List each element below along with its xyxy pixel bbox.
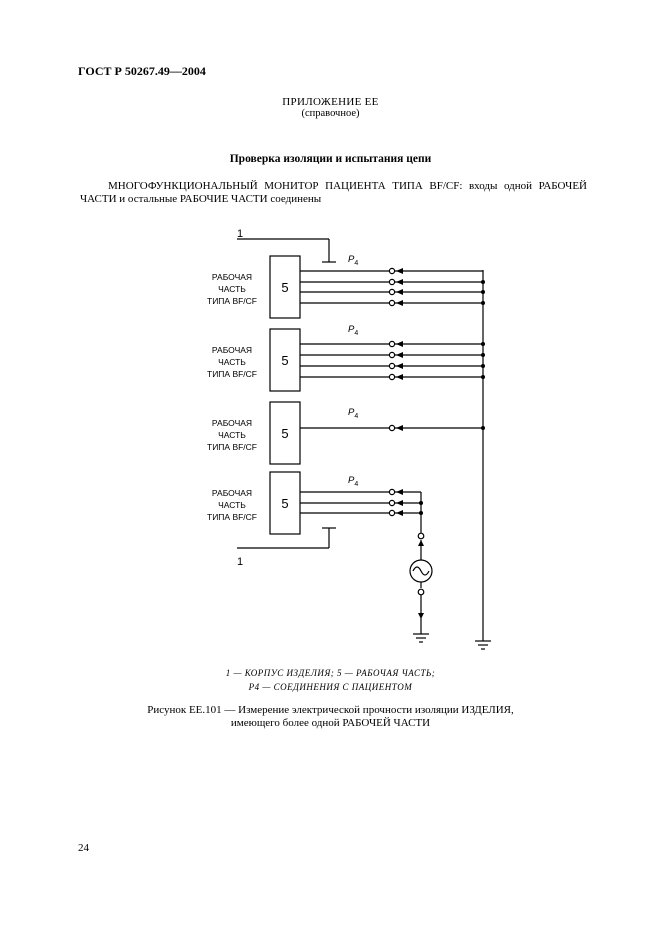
p4-label: P4 bbox=[348, 324, 358, 337]
part-label-line3: ТИПА BF/CF bbox=[207, 369, 257, 379]
applied-part-block-4 bbox=[269, 471, 301, 535]
block-number: 5 bbox=[281, 496, 288, 511]
standard-header: ГОСТ Р 50267.49—2004 bbox=[78, 64, 206, 78]
legend-line-2: P4 — СОЕДИНЕНИЯ С ПАЦИЕНТОМ bbox=[248, 682, 413, 692]
appendix-subtitle: (справочное) bbox=[301, 108, 360, 119]
enclosure-label-bottom: 1 bbox=[237, 556, 243, 568]
part-label-line3: ТИПА BF/CF bbox=[207, 442, 257, 452]
part-label-line1: РАБОЧАЯ bbox=[212, 345, 252, 355]
p4-label: P4 bbox=[348, 254, 358, 267]
applied-part-block-3 bbox=[269, 401, 301, 465]
applied-part-block-2 bbox=[269, 328, 301, 392]
section-title: Проверка изоляции и испытания цепи bbox=[229, 153, 432, 165]
part-label-line1: РАБОЧАЯ bbox=[212, 272, 252, 282]
caption-line-1: Рисунок ЕЕ.101 — Измерение электрической… bbox=[147, 704, 514, 716]
part-label-line1: РАБОЧАЯ bbox=[212, 488, 252, 498]
part-label-line2: ЧАСТЬ bbox=[218, 430, 246, 440]
block-number: 5 bbox=[281, 280, 288, 295]
enclosure-label-top: 1 bbox=[237, 228, 243, 240]
figure-caption: Рисунок ЕЕ.101 — Измерение электрической… bbox=[0, 704, 661, 730]
intro-paragraph: МНОГОФУНКЦИОНАЛЬНЫЙ МОНИТОР ПАЦИЕНТА ТИП… bbox=[80, 180, 587, 205]
block-number: 5 bbox=[281, 426, 288, 441]
applied-part-block-1 bbox=[269, 255, 301, 319]
part-label-line1: РАБОЧАЯ bbox=[212, 418, 252, 428]
part-label-line2: ЧАСТЬ bbox=[218, 500, 246, 510]
block-number: 5 bbox=[281, 353, 288, 368]
legend-line-1: 1 — КОРПУС ИЗДЕЛИЯ; 5 — РАБОЧАЯ ЧАСТЬ; bbox=[225, 668, 436, 678]
part-label-line3: ТИПА BF/CF bbox=[207, 296, 257, 306]
p4-label: P4 bbox=[348, 475, 358, 488]
part-label-line2: ЧАСТЬ bbox=[218, 357, 246, 367]
caption-line-2: имеющего более одной РАБОЧЕЙ ЧАСТИ bbox=[230, 717, 431, 729]
p4-label: P4 bbox=[348, 407, 358, 420]
page-number: 24 bbox=[78, 842, 89, 854]
appendix-title: ПРИЛОЖЕНИЕ ЕЕ bbox=[282, 96, 379, 108]
part-label-line2: ЧАСТЬ bbox=[218, 284, 246, 294]
part-label-line3: ТИПА BF/CF bbox=[207, 512, 257, 522]
